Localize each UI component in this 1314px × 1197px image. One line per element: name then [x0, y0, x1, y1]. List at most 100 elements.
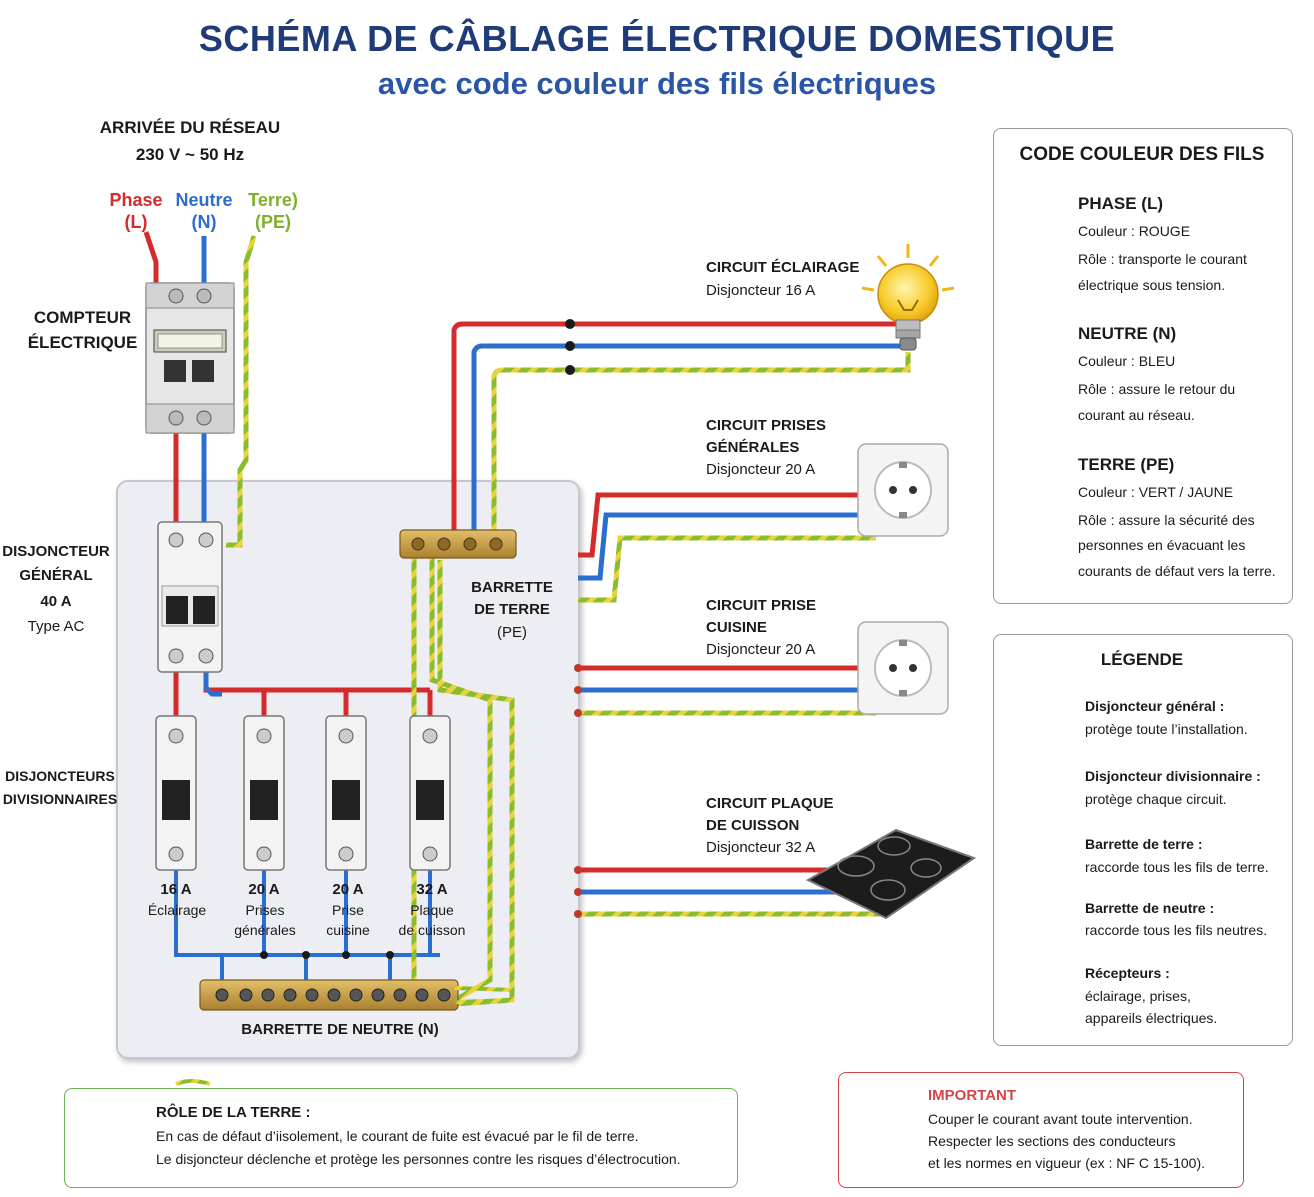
legend-receivers-desc-1: éclairage, prises,	[1085, 988, 1191, 1004]
wire-sockets-earth	[578, 535, 876, 603]
neutral-color-text: Couleur : BLEU	[1078, 353, 1176, 369]
earth-label: Terre)	[248, 190, 298, 210]
circuit-sockets-title-2: GÉNÉRALES	[706, 439, 800, 456]
legend-neutral-bar-desc: raccorde tous les fils neutres.	[1085, 922, 1268, 938]
neutral-role-2: courant au réseau.	[1078, 407, 1195, 423]
neutral-code: (N)	[191, 212, 217, 232]
important-line-2: Respecter les sections des conducteurs	[928, 1133, 1176, 1149]
important-box	[838, 1072, 1244, 1188]
wire-supply-phase	[143, 231, 159, 285]
light-bulb-icon	[861, 244, 955, 351]
meter-device	[145, 282, 235, 434]
legend-earth-bar-name: Barrette de terre :	[1085, 836, 1203, 852]
circuit-cooktop-title-2: DE CUISSON	[706, 817, 800, 834]
phase-code: (L)	[124, 212, 148, 232]
phase-label: Phase	[109, 190, 163, 210]
legend-main-breaker-name: Disjoncteur général :	[1085, 698, 1225, 714]
socket-kitchen-icon	[857, 621, 949, 715]
branch-1-rating: 16 A	[160, 881, 192, 898]
earth-name: TERRE (PE)	[1078, 455, 1175, 474]
circuit-kitchen-title-1: CIRCUIT PRISE	[706, 597, 817, 614]
wire-supply-earth	[226, 235, 257, 548]
circuit-cooktop-title-1: CIRCUIT PLAQUE	[706, 795, 834, 812]
legend-title: LÉGENDE	[1100, 650, 1184, 669]
circuit-kitchen-breaker: Disjoncteur 20 A	[706, 641, 816, 658]
branch-1-label: Éclairage	[147, 902, 207, 918]
branch-breakers-label-1: DISJONCTEURS	[5, 768, 115, 784]
legend-branch-breaker-desc: protège chaque circuit.	[1085, 791, 1227, 807]
wire-phase-bus-h	[203, 686, 430, 693]
earth-role-title: RÔLE DE LA TERRE :	[156, 1104, 311, 1121]
branch-breaker-4	[409, 715, 451, 871]
circuit-sockets-breaker: Disjoncteur 20 A	[706, 461, 816, 478]
page-title: SCHÉMA DE CÂBLAGE ÉLECTRIQUE DOMESTIQUE	[198, 18, 1116, 59]
neutral-name: NEUTRE (N)	[1078, 324, 1177, 343]
earth-code: (PE)	[255, 212, 291, 232]
earth-bar-label-1: BARRETTE	[471, 579, 553, 596]
circuit-sockets-title-1: CIRCUIT PRISES	[706, 417, 827, 434]
branch-2-label-1: Prises	[245, 902, 285, 918]
circuit-cooktop-breaker: Disjoncteur 32 A	[706, 839, 816, 856]
legend-main-breaker-desc: protège toute l’installation.	[1085, 721, 1248, 737]
neutral-bar-device	[199, 979, 459, 1011]
wire-sockets-neutral	[578, 512, 862, 581]
branch-3-label-2: cuisine	[326, 922, 370, 938]
wire-light-phase	[451, 321, 898, 530]
main-breaker-type: Type AC	[27, 618, 85, 635]
wire-neutral-main	[203, 672, 222, 697]
earth-role-line-2: Le disjoncteur déclenche et protège les …	[156, 1151, 681, 1167]
neutral-role-1: Rôle : assure le retour du	[1078, 381, 1236, 397]
cooktop-icon	[805, 828, 977, 920]
meter-label-1: COMPTEUR	[33, 308, 132, 327]
phase-role-1: Rôle : transporte le courant	[1078, 251, 1247, 267]
earth-role-2: personnes en évacuant les	[1078, 537, 1246, 553]
branch-breaker-1	[155, 715, 197, 871]
color-code-title: CODE COULEUR DES FILS	[1019, 144, 1265, 165]
branch-breaker-2	[243, 715, 285, 871]
important-title: IMPORTANT	[928, 1087, 1017, 1104]
earth-role-box	[64, 1088, 738, 1188]
wire-sockets-phase	[578, 492, 862, 558]
branch-4-label-1: Plaque	[410, 902, 454, 918]
wire-branch-neutrals	[174, 870, 440, 985]
socket-general-icon	[857, 443, 949, 537]
phase-name: PHASE (L)	[1078, 194, 1163, 213]
earth-bar-label-3: (PE)	[497, 624, 527, 641]
legend-earth-bar-desc: raccorde tous les fils de terre.	[1085, 859, 1269, 875]
phase-color-text: Couleur : ROUGE	[1078, 223, 1191, 239]
branch-3-rating: 20 A	[332, 881, 364, 898]
legend-neutral-bar-name: Barrette de neutre :	[1085, 900, 1215, 916]
page-subtitle: avec code couleur des fils électriques	[377, 66, 937, 101]
circuit-lighting-breaker: Disjoncteur 16 A	[706, 282, 816, 299]
earth-role-line-1: En cas de défaut d’iisolement, le couran…	[156, 1128, 639, 1144]
legend-box	[993, 634, 1293, 1046]
important-line-3: et les normes en vigueur (ex : NF C 15-1…	[928, 1155, 1206, 1171]
branch-4-rating: 32 A	[416, 881, 448, 898]
branch-breakers-label-2: DIVISIONNAIRES	[2, 791, 118, 807]
main-breaker-label-1: DISJONCTEUR	[2, 543, 110, 560]
wire-light-neutral	[471, 343, 905, 530]
branch-4-label-2: de cuisson	[398, 922, 466, 938]
wire-light-earth	[491, 352, 911, 530]
circuit-kitchen-title-2: CUISINE	[706, 619, 767, 636]
legend-receivers-desc-2: appareils électriques.	[1085, 1010, 1218, 1026]
legend-receivers-name: Récepteurs :	[1085, 965, 1170, 981]
earth-bar-label-2: DE TERRE	[474, 601, 550, 618]
earth-color-text: Couleur : VERT / JAUNE	[1078, 484, 1234, 500]
supply-heading: ARRIVÉE DU RÉSEAU	[99, 118, 281, 137]
color-code-box	[993, 128, 1293, 604]
phase-role-2: électrique sous tension.	[1078, 277, 1226, 293]
circuit-lighting-title: CIRCUIT ÉCLAIRAGE	[706, 259, 860, 276]
branch-breaker-3	[325, 715, 367, 871]
branch-2-rating: 20 A	[248, 881, 280, 898]
main-breaker-device	[157, 521, 223, 673]
branch-2-label-2: générales	[234, 922, 296, 938]
neutral-label: Neutre	[175, 190, 233, 210]
important-line-1: Couper le courant avant toute interventi…	[928, 1111, 1193, 1127]
neutral-bar-label: BARRETTE DE NEUTRE (N)	[241, 1021, 439, 1038]
earth-role-1: Rôle : assure la sécurité des	[1078, 512, 1255, 528]
earth-bar-device	[399, 529, 517, 559]
legend-branch-breaker-name: Disjoncteur divisionnaire :	[1085, 768, 1261, 784]
